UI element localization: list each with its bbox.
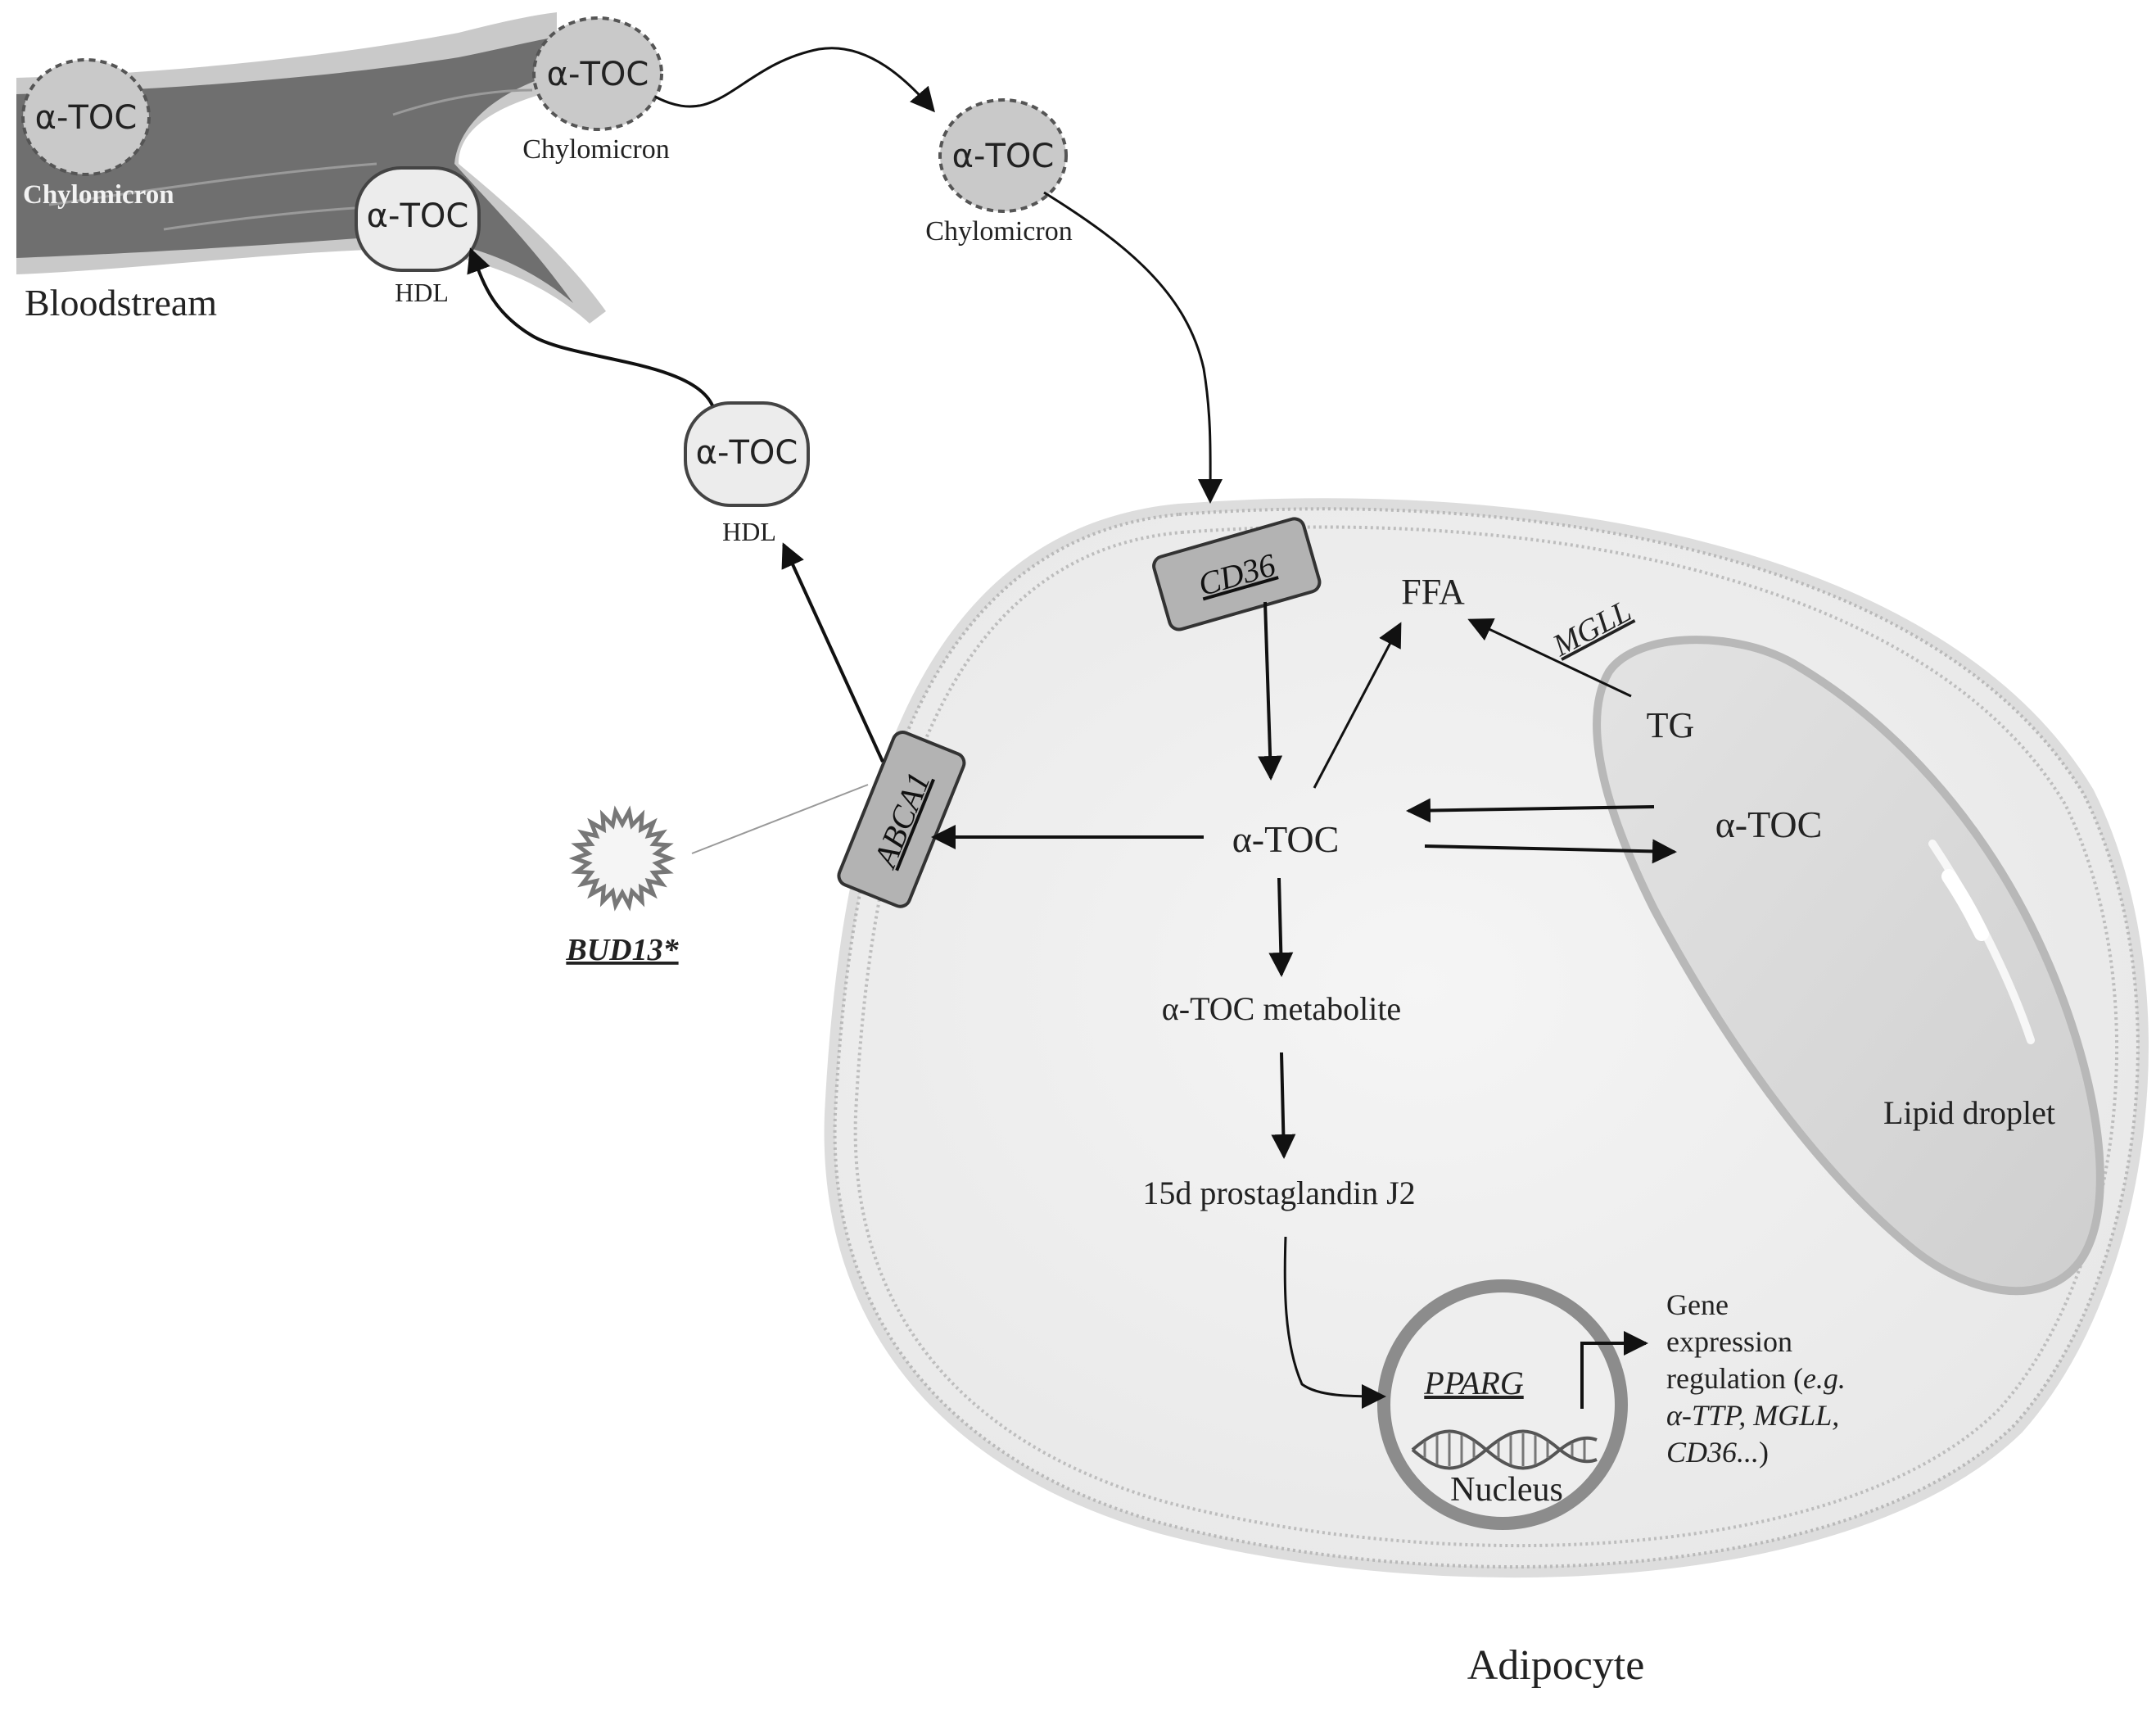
chylomicron-vessel-top-caption: Chylomicron [522,134,669,165]
arrow-atoc-to-ffa [1313,622,1402,789]
chylomicron-vessel-left-label: α-TOC [35,99,138,137]
bud13-label: BUD13* [565,933,679,967]
abca1-receptor: ABCA1 [837,731,966,908]
nucleus-label: Nucleus [1450,1471,1563,1509]
chylomicron-free: α-TOC Chylomicron [925,98,1073,247]
arrow-center-atoc-to-droplet [1424,839,1677,864]
arrows [467,47,1677,1409]
adipocyte-label: Adipocyte [1467,1642,1645,1689]
arrow-hdl-to-vessel [467,247,714,406]
arrow-gene-expression [1580,1331,1648,1409]
arrow-chylo-to-cd36 [1043,191,1223,504]
chylomicron-free-label: α-TOC [952,138,1055,175]
gene-expr-line1: Gene [1666,1288,1729,1321]
hdl-vessel: α-TOC HDL [355,166,481,307]
chylomicron-vessel-top-label: α-TOC [547,56,649,93]
arrow-prostaglandin-to-pparg [1283,1236,1386,1409]
pparg-label: PPARG [1423,1365,1524,1401]
gene-expr-line3: regulation (e.g. [1666,1362,1846,1395]
gene-expression-note: Gene expression regulation (e.g. α-TTP, … [1666,1288,1846,1469]
arrow-abca1-to-hdl [781,542,884,763]
arrow-cd36-to-atoc [1258,601,1283,781]
gene-expr-line4: α-TTP, MGLL, [1666,1399,1839,1432]
lipid-droplet: Lipid droplet [1593,636,2104,1296]
hdl-vessel-label: α-TOC [367,197,469,235]
nucleus: PPARG Nucleus [1377,1279,1628,1530]
gene-expr-line2: expression [1666,1325,1792,1358]
bud13: BUD13* [565,805,680,967]
hdl-free-label: α-TOC [696,434,798,472]
prostaglandin-label: 15d prostaglandin J2 [1142,1175,1415,1211]
bloodstream-label: Bloodstream [25,282,217,324]
cd36-receptor: CD36 [1152,517,1322,631]
ffa-label: FFA [1401,572,1465,612]
bud13-connector [691,784,869,854]
dna-icon [1411,1429,1598,1470]
atoc-droplet-label: α-TOC [1715,803,1823,845]
metabolite-label: α-TOC metabolite [1162,990,1401,1027]
vessel-chylomicron-label: Chylomicron [23,180,174,210]
arrow-atoc-to-metabolite [1268,877,1294,977]
hdl-free: α-TOC HDL [684,401,810,546]
arrow-chylo-to-free [654,47,935,113]
arrow-metabolite-to-prostaglandin [1271,1052,1296,1159]
hdl-vessel-caption: HDL [395,278,449,307]
hdl-free-caption: HDL [722,517,776,546]
atoc-center-label: α-TOC [1232,818,1340,860]
arrow-droplet-atoc-to-center [1406,798,1655,823]
gene-expr-line5: CD36...) [1666,1436,1769,1469]
tg-label: TG [1647,705,1695,745]
chylomicron-vessel-left: α-TOC [21,58,151,176]
lipid-droplet-label: Lipid droplet [1883,1094,2055,1131]
bud13-star-icon [568,805,676,912]
chylomicron-vessel-top: α-TOC Chylomicron [522,16,670,165]
chylomicron-free-caption: Chylomicron [925,216,1072,247]
arrow-tg-to-ffa [1467,618,1632,698]
